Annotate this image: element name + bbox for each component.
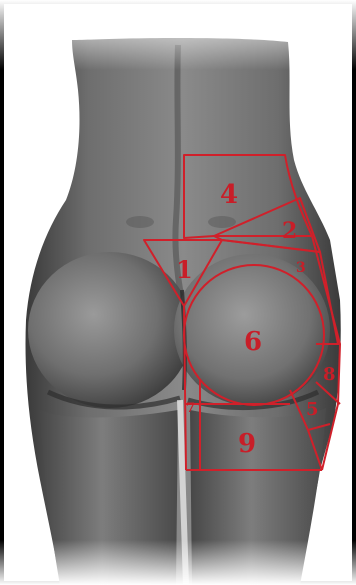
zone-label-3: 3 <box>296 260 306 276</box>
zone-label-7: 7 <box>186 401 195 416</box>
left-glute <box>28 252 192 408</box>
top-fade <box>0 0 356 70</box>
zone-label-2: 2 <box>282 218 297 244</box>
zone-label-6: 6 <box>244 327 262 357</box>
back-dimple-right <box>208 216 236 228</box>
zone-label-4: 4 <box>220 180 238 210</box>
bottom-fade <box>0 540 356 585</box>
zone-label-8: 8 <box>323 364 336 385</box>
back-dimple-left <box>126 216 154 228</box>
zone-label-5: 5 <box>306 399 319 420</box>
zone-label-9: 9 <box>238 429 256 459</box>
zone-label-1: 1 <box>176 255 193 284</box>
